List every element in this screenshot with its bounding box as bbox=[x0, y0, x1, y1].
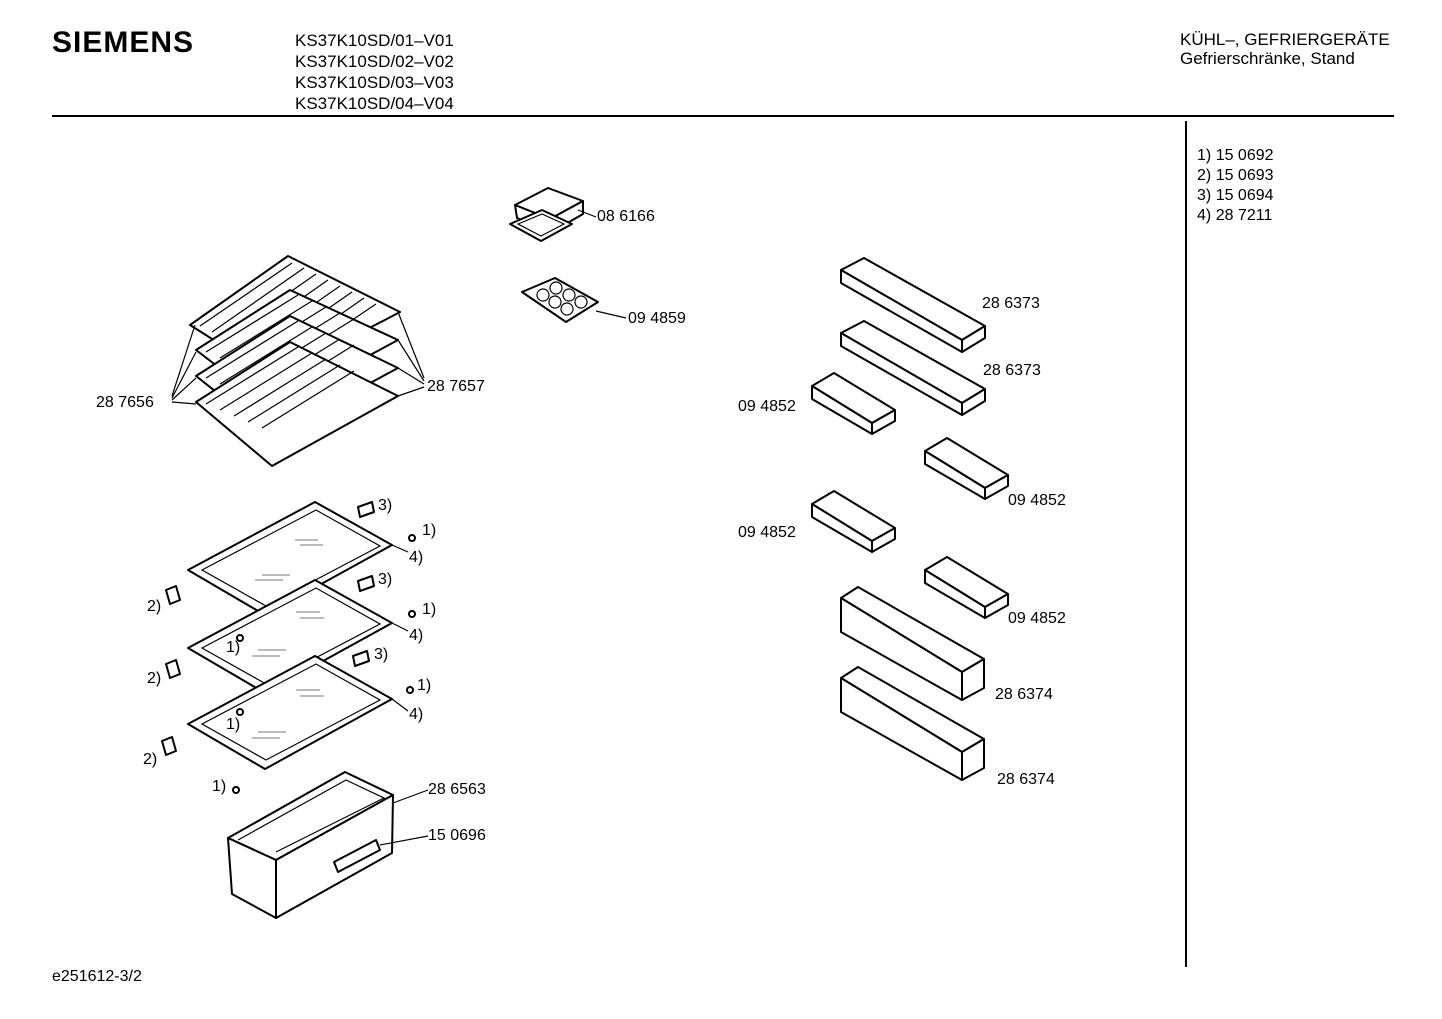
egg-box-drawing bbox=[509, 187, 597, 242]
callout-ref: 3) bbox=[378, 497, 393, 514]
door-shelves-drawing bbox=[811, 257, 1009, 781]
callout-ref: 4) bbox=[409, 549, 424, 566]
reference-list: 1) 15 0692 2) 15 0693 3) 15 0694 4) 28 7… bbox=[1197, 146, 1274, 226]
label-wire-shelf-right: 28 7657 bbox=[427, 378, 485, 395]
label-door-shelf: 28 6373 bbox=[983, 362, 1041, 379]
callout-ref: 1) bbox=[422, 601, 437, 618]
label-bottle-shelf: 28 6374 bbox=[997, 771, 1055, 788]
callout-ref: 1) bbox=[226, 639, 241, 656]
label-door-shelf: 28 6373 bbox=[982, 295, 1040, 312]
egg-tray-drawing bbox=[521, 277, 627, 323]
callout-ref: 1) bbox=[226, 716, 241, 733]
category: KÜHL–, GEFRIERGERÄTE Gefrierschränke, St… bbox=[1180, 30, 1390, 68]
model-number: KS37K10SD/04–V04 bbox=[295, 94, 454, 113]
reference-item: 2) 15 0693 bbox=[1197, 167, 1274, 184]
crisper-drawer-drawing bbox=[227, 771, 429, 919]
model-list: KS37K10SD/01–V01 KS37K10SD/02–V02 KS37K1… bbox=[295, 30, 454, 114]
reference-item: 4) 28 7211 bbox=[1197, 207, 1273, 224]
model-number: KS37K10SD/03–V03 bbox=[295, 73, 454, 92]
category-title: KÜHL–, GEFRIERGERÄTE bbox=[1180, 30, 1390, 49]
document-id: e251612-3/2 bbox=[52, 968, 142, 985]
label-egg-box: 08 6166 bbox=[597, 208, 655, 225]
label-small-shelf: 09 4852 bbox=[738, 398, 796, 415]
label-crisper-handle: 15 0696 bbox=[428, 827, 486, 844]
reference-item: 3) 15 0694 bbox=[1197, 187, 1274, 204]
callout-ref: 4) bbox=[409, 706, 424, 723]
callout-ref: 1) bbox=[212, 778, 227, 795]
glass-shelves-drawing bbox=[161, 501, 416, 794]
callout-ref: 2) bbox=[147, 670, 162, 687]
callout-ref: 3) bbox=[378, 571, 393, 588]
label-small-shelf: 09 4852 bbox=[738, 524, 796, 541]
callout-ref: 3) bbox=[374, 646, 389, 663]
model-number: KS37K10SD/01–V01 bbox=[295, 31, 454, 50]
label-crisper: 28 6563 bbox=[428, 781, 486, 798]
reference-item: 1) 15 0692 bbox=[1197, 147, 1274, 164]
callout-ref: 1) bbox=[417, 677, 432, 694]
label-wire-shelf-left: 28 7656 bbox=[96, 394, 154, 411]
callout-ref: 2) bbox=[147, 598, 162, 615]
callout-ref: 1) bbox=[422, 522, 437, 539]
wire-shelves-drawing bbox=[171, 255, 425, 467]
model-number: KS37K10SD/02–V02 bbox=[295, 52, 454, 71]
category-subtitle: Gefrierschränke, Stand bbox=[1180, 49, 1355, 68]
label-small-shelf: 09 4852 bbox=[1008, 492, 1066, 509]
label-egg-tray: 09 4859 bbox=[628, 310, 686, 327]
header-rule bbox=[52, 115, 1394, 117]
label-small-shelf: 09 4852 bbox=[1008, 610, 1066, 627]
side-divider bbox=[1185, 121, 1187, 967]
callout-ref: 4) bbox=[409, 627, 424, 644]
callout-ref: 2) bbox=[143, 751, 158, 768]
brand-logo: SIEMENS bbox=[52, 26, 195, 59]
label-bottle-shelf: 28 6374 bbox=[995, 686, 1053, 703]
